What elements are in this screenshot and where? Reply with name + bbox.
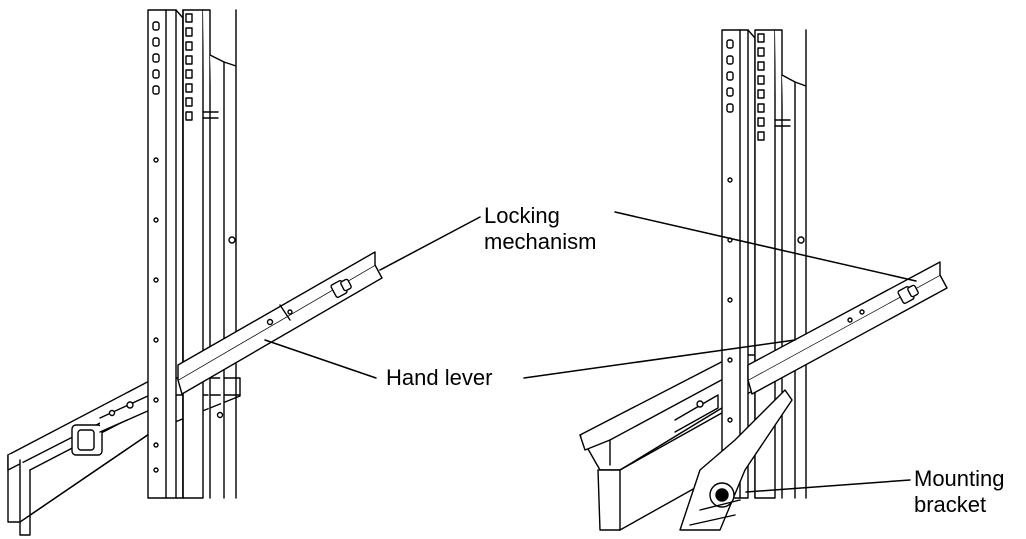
callout-lines [264, 211, 917, 493]
left-rail-assembly [7, 9, 383, 536]
left-hand-lever [177, 251, 383, 395]
left-post-holes [152, 21, 160, 473]
locking-leader-right [614, 211, 917, 282]
left-slide-rail [7, 377, 241, 536]
hand-lever-leader-left [264, 339, 377, 379]
locking-mechanism-label: Locking mechanism [484, 203, 596, 255]
locking-leader-left [379, 216, 481, 271]
locking-label-line1: Locking [484, 203, 560, 228]
right-rail-assembly [579, 29, 948, 531]
mounting-bracket-label: Mounting bracket [914, 466, 1005, 518]
hand-lever-label: Hand lever [386, 365, 492, 391]
left-rear-post [182, 9, 237, 499]
mounting-label-line2: bracket [914, 492, 987, 517]
mounting-label-line1: Mounting [914, 466, 1005, 491]
hand-lever-leader-right [523, 339, 796, 379]
mounting-bracket [679, 389, 793, 531]
right-hand-lever [747, 261, 948, 395]
locking-label-line2: mechanism [484, 229, 597, 254]
hand-lever-text: Hand lever [386, 365, 493, 390]
mounting-leader [745, 479, 911, 493]
left-front-post [147, 9, 184, 499]
